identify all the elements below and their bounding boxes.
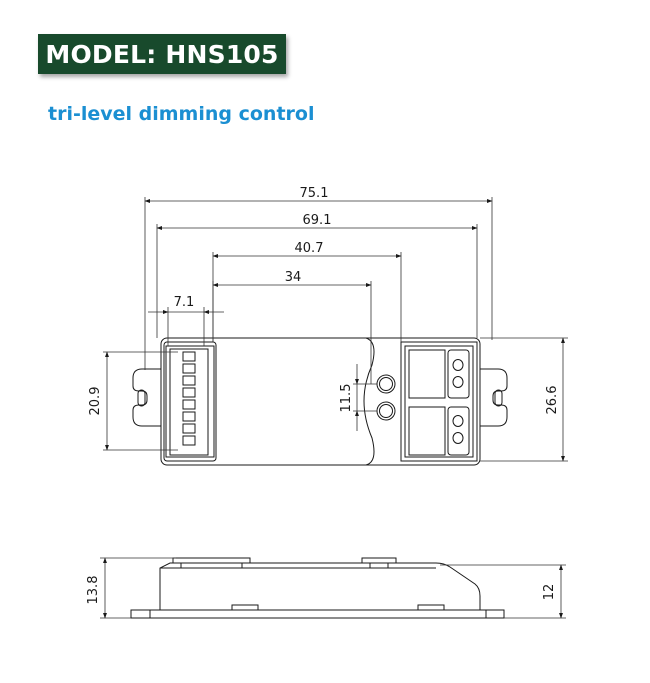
side-top-ridge-left bbox=[172, 557, 251, 563]
side-top-ridge-right bbox=[361, 557, 397, 563]
dim-overall-width: 26.6 bbox=[545, 386, 560, 415]
dim-terminal-offset: 40.7 bbox=[295, 241, 324, 256]
dim-led-spacing: 11.5 bbox=[339, 384, 354, 413]
dim-overall-length: 75.1 bbox=[300, 186, 329, 201]
side-foot-right bbox=[417, 604, 445, 610]
terminal-block bbox=[400, 341, 478, 462]
center-housing-outline bbox=[216, 337, 375, 466]
terminal-slot-top bbox=[408, 349, 446, 399]
model-label: MODEL: HNS105 bbox=[45, 39, 279, 69]
dip-switch-housing bbox=[163, 341, 217, 462]
dim-body-width: 20.9 bbox=[88, 387, 103, 416]
dim-led-offset: 34 bbox=[285, 270, 302, 285]
dip-switch-levers bbox=[182, 351, 196, 446]
top-view: 75.1 69.1 40.7 34 7.1 20.9 26.6 bbox=[88, 186, 568, 466]
dim-hole-spacing: 69.1 bbox=[303, 213, 332, 228]
terminal-slot-bottom bbox=[408, 406, 446, 456]
dim-body-height: 12 bbox=[542, 584, 557, 601]
dim-overall-height: 13.8 bbox=[86, 576, 101, 605]
dim-dip-width: 7.1 bbox=[174, 295, 195, 310]
dip-switch-block bbox=[169, 348, 209, 456]
device-body-outline bbox=[160, 337, 481, 466]
left-mounting-tab bbox=[132, 368, 161, 427]
product-subtitle: tri-level dimming control bbox=[48, 103, 315, 125]
left-mounting-slot bbox=[137, 389, 146, 407]
right-mounting-slot bbox=[494, 389, 503, 407]
side-base-plate bbox=[130, 609, 505, 619]
side-view: 13.8 12 bbox=[86, 557, 566, 619]
model-badge: MODEL: HNS105 bbox=[38, 34, 286, 74]
side-foot-left bbox=[231, 604, 259, 610]
side-housing-profile bbox=[159, 562, 481, 610]
right-mounting-tab bbox=[480, 368, 508, 427]
terminal-screws bbox=[452, 359, 464, 444]
dip-switch-inner bbox=[165, 345, 215, 458]
